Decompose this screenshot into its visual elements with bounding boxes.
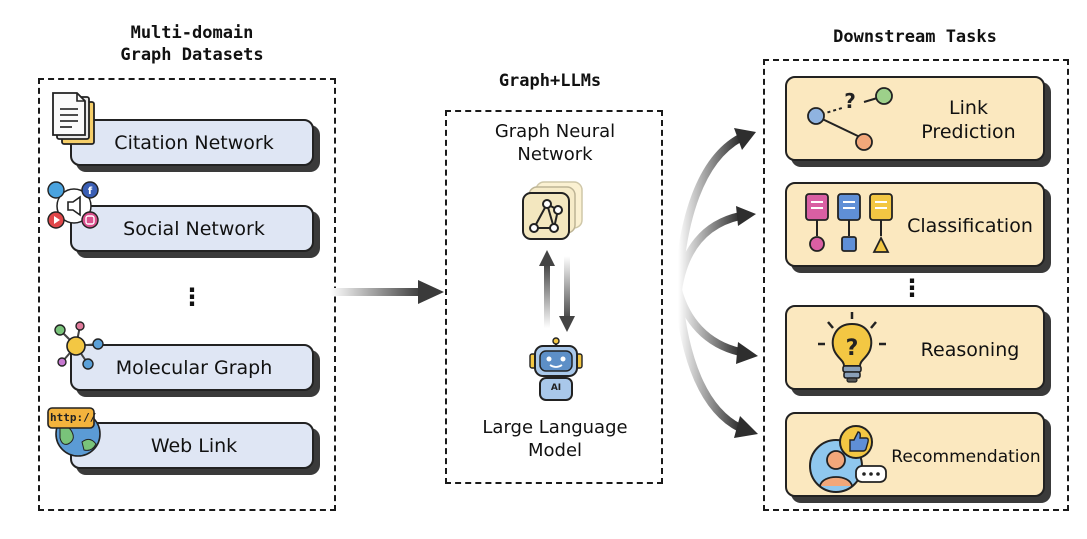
gnn-icon bbox=[522, 181, 583, 240]
molecule-icon bbox=[54, 321, 104, 370]
http-badge-label: http:// bbox=[50, 411, 97, 424]
core-title: Graph+LLMs bbox=[498, 71, 602, 91]
dataset-label-weblink: Web Link bbox=[150, 435, 238, 457]
task-label-reasoning: Reasoning bbox=[920, 339, 1020, 361]
dataset-card-social bbox=[70, 205, 314, 252]
tasks-panel bbox=[763, 59, 1069, 511]
recommendation-icon bbox=[809, 425, 887, 493]
task-card-link-prediction bbox=[785, 76, 1045, 161]
datasets-ellipsis: ⋮ bbox=[180, 283, 204, 311]
core-panel bbox=[445, 110, 663, 484]
datasets-to-core-arrow bbox=[330, 280, 444, 304]
svg-text:f: f bbox=[88, 186, 93, 197]
dataset-label-citation: Citation Network bbox=[114, 132, 274, 154]
dataset-label-molecular: Molecular Graph bbox=[115, 357, 273, 379]
gnn-label: Graph Neural Network bbox=[494, 121, 616, 165]
task-card-reasoning bbox=[785, 305, 1045, 390]
dataset-label-social: Social Network bbox=[123, 218, 265, 240]
globe-http-icon bbox=[47, 407, 101, 457]
link-prediction-icon: ? bbox=[807, 87, 893, 151]
dataset-card-citation bbox=[70, 119, 314, 166]
dataset-card-weblink bbox=[70, 422, 314, 469]
task-label-link-prediction: Link Prediction bbox=[921, 97, 1016, 143]
svg-text:?: ? bbox=[846, 336, 859, 361]
social-media-icon: f bbox=[47, 181, 99, 229]
classification-icon bbox=[805, 193, 893, 253]
datasets-title: Multi-domain Graph Datasets bbox=[120, 23, 264, 65]
svg-text:?: ? bbox=[844, 89, 856, 113]
tasks-ellipsis: ⋮ bbox=[900, 274, 924, 302]
gnn-llm-bidirectional-arrows bbox=[539, 250, 575, 332]
robot-llm-icon bbox=[529, 337, 583, 401]
tasks-title: Downstream Tasks bbox=[833, 27, 997, 47]
lightbulb-question-icon: ? bbox=[818, 312, 886, 383]
task-label-classification: Classification bbox=[907, 215, 1033, 237]
core-to-tasks-arrows bbox=[674, 128, 758, 438]
task-label-recommendation: Recommendation bbox=[891, 447, 1041, 467]
llm-label: Large Language Model bbox=[482, 417, 628, 461]
robot-badge: AI bbox=[550, 383, 562, 393]
document-icon bbox=[52, 92, 95, 145]
dataset-card-molecular bbox=[70, 344, 314, 391]
